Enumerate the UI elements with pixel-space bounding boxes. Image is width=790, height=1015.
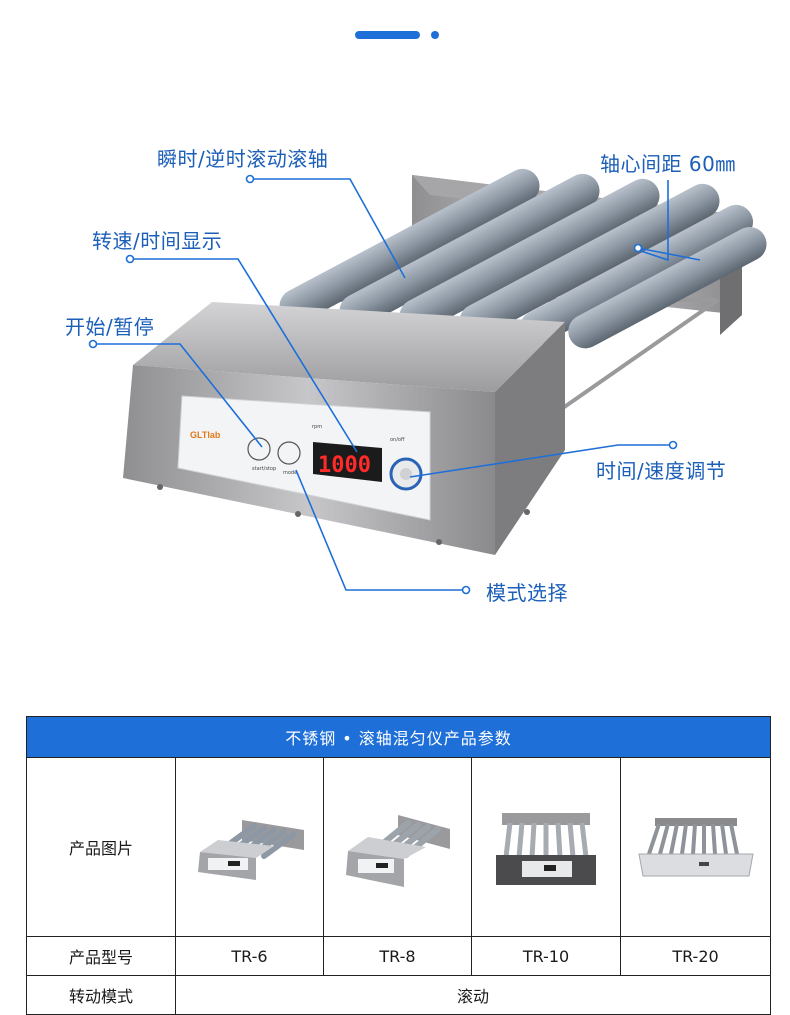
spec-table-title: 不锈钢 • 滚轴混匀仪产品参数: [25, 716, 772, 758]
row-label-model: 产品型号: [26, 936, 176, 976]
rotation-mode-value: 滚动: [174, 975, 772, 1015]
product-illustration: GLTlab start/stop mode rpm on/off 1000: [88, 168, 767, 595]
callout-start-stop: 开始/暂停: [65, 315, 155, 339]
callout-axis-spacing: 轴心间距 60㎜: [600, 152, 736, 176]
callout-adjust: 时间/速度调节: [596, 459, 727, 483]
rollers: [279, 168, 767, 349]
header-dot-accent: [431, 31, 439, 39]
table-row: 转动模式 滚动: [26, 975, 772, 1015]
thumb-tr10: [471, 757, 621, 937]
start-stop-label: start/stop: [252, 466, 276, 472]
callout-mode-select: 模式选择: [486, 581, 568, 605]
mode-button[interactable]: [277, 441, 301, 465]
led-display-value: 1000: [318, 453, 371, 478]
model-cell: TR-6: [175, 936, 324, 976]
thumb-tr8: [323, 757, 472, 937]
brand-logo: GLTlab: [190, 430, 221, 440]
table-row: 产品图片: [26, 757, 772, 937]
control-panel: GLTlab start/stop mode rpm on/off 1000: [177, 395, 431, 521]
row-label-rotation-mode: 转动模式: [26, 975, 176, 1015]
model-cell: TR-8: [323, 936, 472, 976]
thumb-tr20: [619, 757, 772, 937]
leader-lines: [88, 174, 701, 595]
callout-display: 转速/时间显示: [92, 229, 223, 253]
rpm-label: rpm: [312, 424, 322, 430]
mode-label: mode: [283, 470, 297, 476]
thumb-tr6: [175, 757, 324, 937]
model-cell: TR-20: [619, 936, 772, 976]
table-row: 产品型号 TR-6 TR-8 TR-10 TR-20: [26, 936, 772, 976]
led-display: [313, 442, 382, 482]
callout-rotation: 瞬时/逆时滚动滚轴: [157, 147, 329, 171]
header-dash-accent: [355, 31, 420, 39]
onoff-label: on/off: [390, 437, 405, 443]
start-stop-button[interactable]: [247, 437, 271, 461]
model-cell: TR-10: [471, 936, 621, 976]
row-label-image: 产品图片: [26, 757, 176, 937]
spec-table: 不锈钢 • 滚轴混匀仪产品参数 产品图片: [25, 716, 772, 1015]
